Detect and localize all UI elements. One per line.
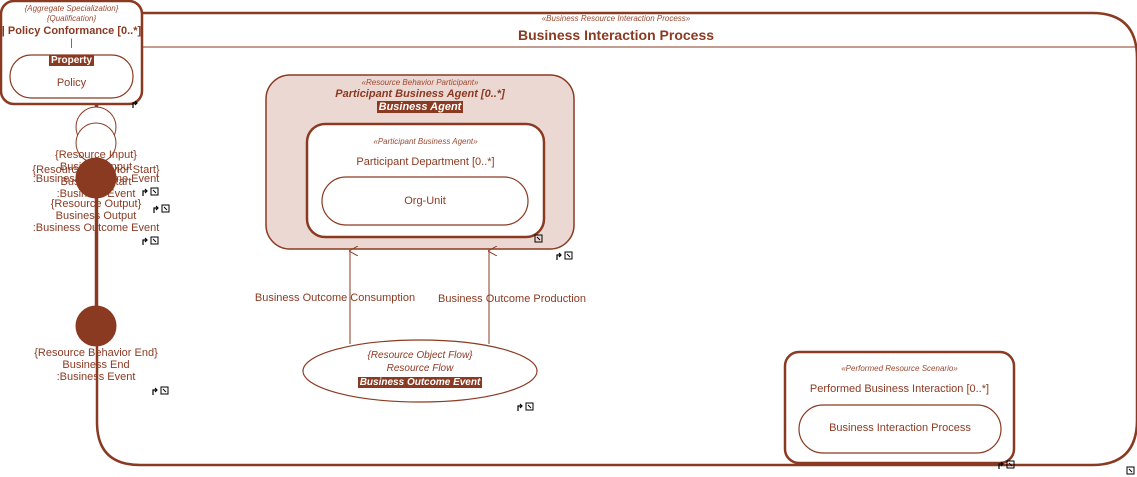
property-label: Property xyxy=(48,55,95,66)
input-pin-type: :Business Outcome Event xyxy=(32,173,160,185)
end-pin-type: :Business Event xyxy=(56,371,136,383)
input-pin-name: Business Input xyxy=(59,161,133,173)
scenario-stereotype: «Performed Resource Scenario» xyxy=(841,364,958,373)
property-label-row: Property xyxy=(1,55,142,66)
process-title: Business Interaction Process xyxy=(517,27,715,43)
subdiagram-icon[interactable] xyxy=(534,234,544,244)
org-unit-box[interactable] xyxy=(321,176,529,226)
output-pin-stereotype: {Resource Output} xyxy=(50,198,142,210)
return-arrow-icon[interactable] xyxy=(132,99,149,109)
policy-inner-label: Policy xyxy=(56,77,87,89)
participant-stereotype: «Resource Behavior Participant» xyxy=(361,78,479,87)
subdiagram-icon[interactable] xyxy=(142,187,159,197)
subdiagram-icon[interactable] xyxy=(142,236,159,246)
input-pin-stereotype: {Resource Input} xyxy=(55,149,137,161)
subdiagram-icon[interactable] xyxy=(556,251,573,261)
process-frame[interactable] xyxy=(95,11,1137,467)
department-name: Participant Department [0..*] xyxy=(356,156,495,168)
object-flow-name: Resource Flow xyxy=(386,363,454,374)
policy-name: | Policy Conformance [0..*] xyxy=(1,25,142,37)
output-pin[interactable] xyxy=(75,157,117,199)
policy-qualification: {Qualification} xyxy=(46,14,97,23)
department-stereotype: «Participant Business Agent» xyxy=(373,137,478,146)
end-pin-stereotype: {Resource Behavior End} xyxy=(34,347,158,359)
subdiagram-icon[interactable] xyxy=(152,386,169,396)
object-flow-type-row: Business Outcome Event xyxy=(303,377,537,388)
start-pin-name: Business Start xyxy=(60,176,132,188)
end-pin[interactable] xyxy=(75,305,117,347)
scenario-inner-label: Business Interaction Process xyxy=(829,422,971,434)
object-flow-type: Business Outcome Event xyxy=(357,377,483,388)
end-pin-label: {Resource Behavior End} Business End :Bu… xyxy=(11,347,181,383)
production-flow-label: Business Outcome Production xyxy=(438,293,586,305)
start-pin-stereotype: {Resource Behavior Start} xyxy=(32,164,160,176)
policy-stereotype: {Aggregate Specialization} xyxy=(24,4,119,13)
object-flow-stereotype: {Resource Object Flow} xyxy=(367,350,473,361)
end-pin-name: Business End xyxy=(62,359,130,371)
scenario-name: Performed Business Interaction [0..*] xyxy=(809,383,990,395)
subdiagram-icon[interactable] xyxy=(153,204,170,214)
consumption-flow-label: Business Outcome Consumption xyxy=(254,292,416,304)
participant-type-row: Business Agent xyxy=(266,101,574,113)
participant-name: Participant Business Agent [0..*] xyxy=(335,88,505,100)
start-pin-type: :Business Event xyxy=(56,188,136,200)
subdiagram-icon[interactable] xyxy=(998,460,1015,470)
subdiagram-icon[interactable] xyxy=(1126,466,1136,476)
subdiagram-icon[interactable] xyxy=(517,402,534,412)
policy-bar: | xyxy=(70,38,73,49)
input-pin-label: {Resource Input} Business Input :Busines… xyxy=(11,149,181,185)
org-unit-label: Org-Unit xyxy=(404,195,446,207)
output-pin-name: Business Output xyxy=(55,210,137,222)
output-pin-label: {Resource Output} Business Output :Busin… xyxy=(11,198,181,234)
start-pin-label: {Resource Behavior Start} Business Start… xyxy=(11,164,181,200)
output-pin-type: :Business Outcome Event xyxy=(32,222,160,234)
scenario-inner-box[interactable] xyxy=(798,404,1002,454)
process-stereotype: «Business Resource Interaction Process» xyxy=(541,14,691,23)
participant-type: Business Agent xyxy=(376,101,464,113)
